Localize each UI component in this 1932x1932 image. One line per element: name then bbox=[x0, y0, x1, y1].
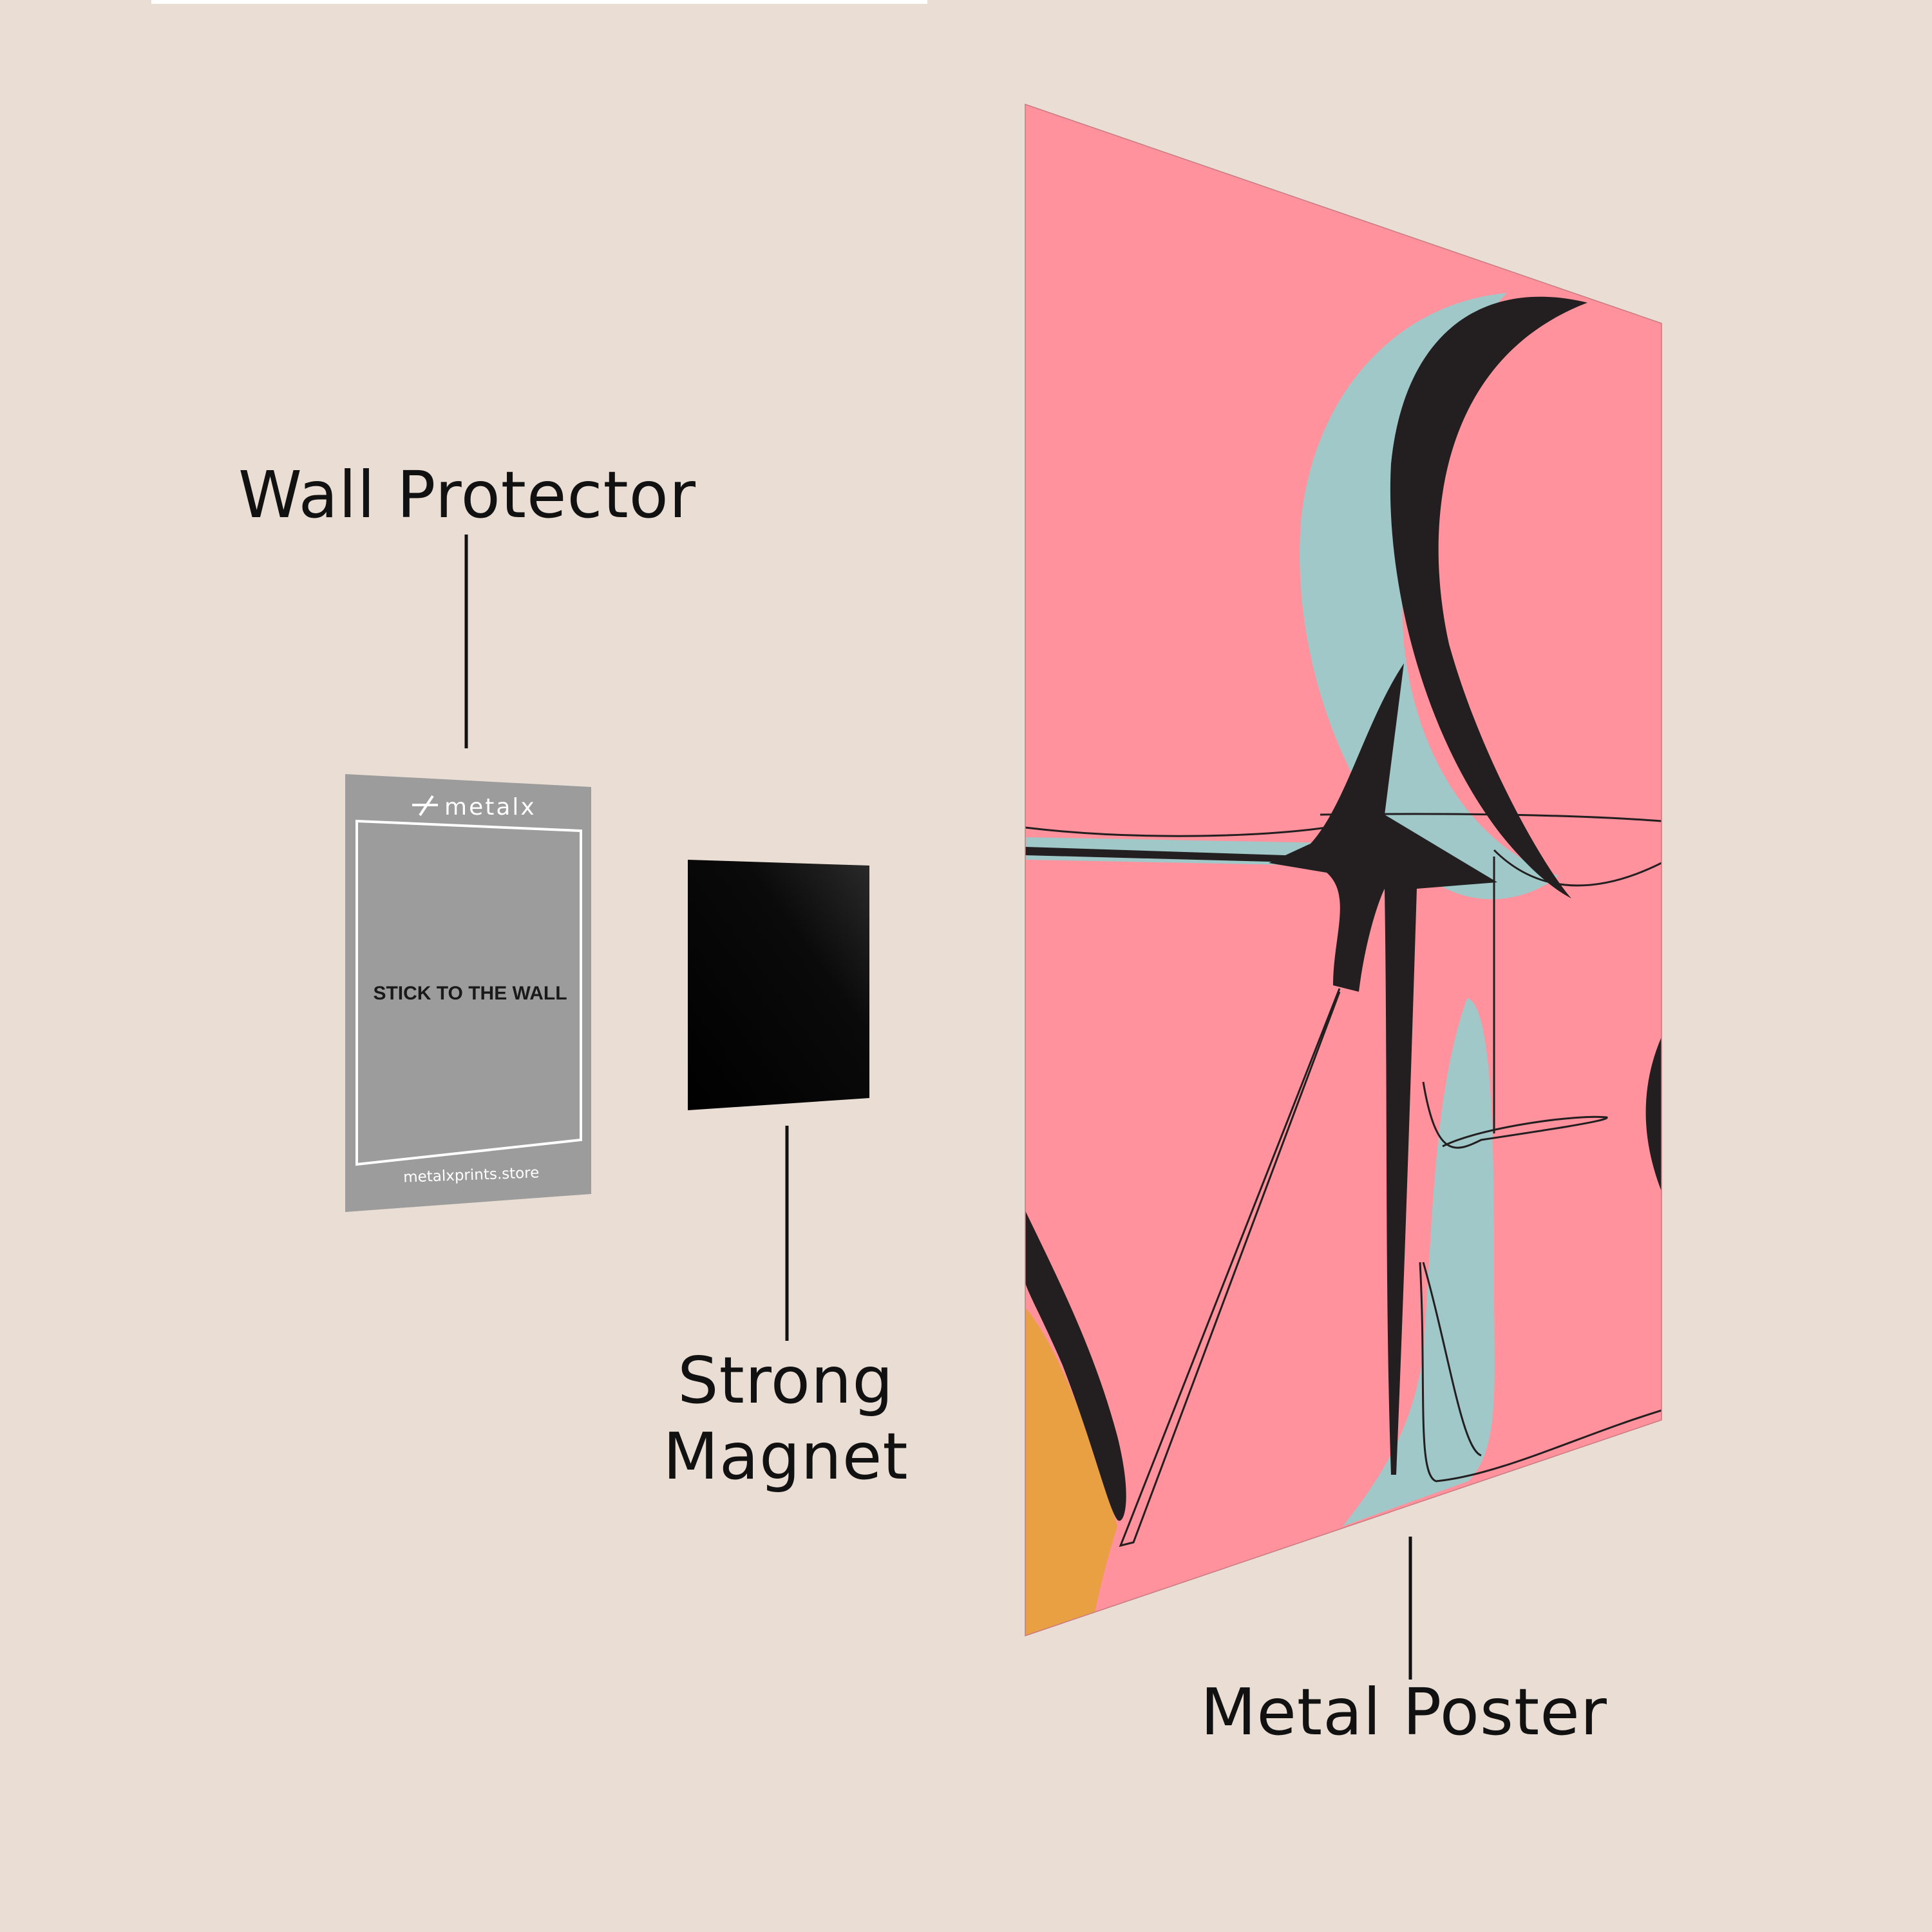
strong-magnet-label: Strong Magnet bbox=[631, 1343, 940, 1495]
poster-black-right-sliver bbox=[1645, 1037, 1662, 1191]
protector-brand: metalx bbox=[444, 794, 536, 820]
poster-orange-corner bbox=[1025, 1307, 1117, 1636]
poster-line-work bbox=[1025, 813, 1662, 1548]
poster-black-spire bbox=[1269, 663, 1497, 1475]
metal-poster-label: Metal Poster bbox=[1200, 1674, 1607, 1750]
metalx-logo-icon bbox=[412, 795, 438, 817]
poster-black-diagonal bbox=[1025, 1211, 1126, 1521]
protector-instruction: STICK TO THE WALL bbox=[373, 983, 567, 1004]
strong-magnet-label-line2: Magnet bbox=[663, 1419, 909, 1494]
poster-black-arc bbox=[1390, 296, 1587, 898]
protector-inner-frame bbox=[355, 819, 582, 1166]
strong-magnet-label-line1: Strong bbox=[677, 1343, 894, 1418]
strong-magnet bbox=[688, 860, 869, 1110]
wall-protector-label: Wall Protector bbox=[238, 457, 696, 533]
metal-poster bbox=[1025, 103, 1662, 1637]
wall-protector-card: metalx STICK TO THE WALL metalxprints.st… bbox=[345, 774, 591, 1212]
top-white-strip bbox=[151, 0, 927, 4]
poster-black-thin-bar bbox=[1025, 847, 1367, 864]
